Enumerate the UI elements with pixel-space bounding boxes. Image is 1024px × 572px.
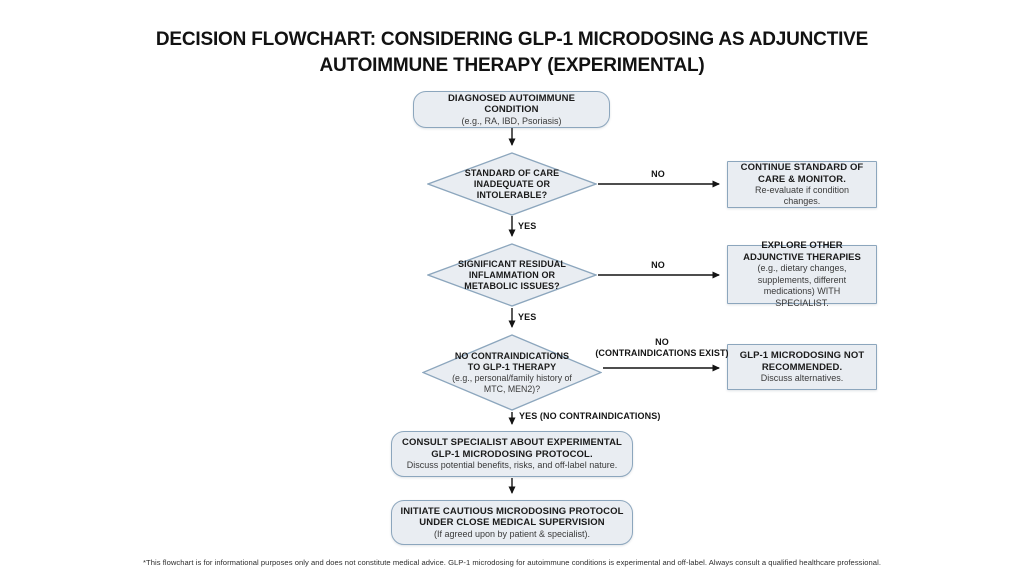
node-decision-standard-of-care: STANDARD OF CARE INADEQUATE OR INTOLERAB…	[427, 152, 597, 216]
outcome2-title-bold: EXPLORE OTHER ADJUNCTIVE THERAPIES	[743, 240, 861, 263]
decision3-title: NO CONTRAINDICATIONS TO GLP-1 THERAPY	[454, 351, 570, 372]
edge-label-no-3-line2: (CONTRAINDICATIONS EXIST)	[595, 348, 729, 358]
edge-label-no-3-line1: NO	[655, 337, 669, 347]
node-start-title: DIAGNOSED AUTOIMMUNE CONDITION	[447, 92, 576, 116]
edge-label-yes-2: YES	[518, 312, 537, 322]
node-start: DIAGNOSED AUTOIMMUNE CONDITION (e.g., RA…	[413, 91, 610, 128]
disclaimer-text: *This flowchart is for informational pur…	[143, 558, 881, 567]
outcome2-title-rest: (e.g., dietary changes, supplements, dif…	[757, 263, 847, 308]
title-line-2: AUTOIMMUNE THERAPY (EXPERIMENTAL)	[319, 55, 705, 76]
node-consult-specialist: CONSULT SPECIALIST ABOUT EXPERIMENTAL GL…	[391, 431, 633, 477]
node-decision-residual-inflammation: SIGNIFICANT RESIDUAL INFLAMMATION OR MET…	[427, 243, 597, 307]
diamond-shape	[427, 152, 597, 216]
consult-subtitle: Discuss potential benefits, risks, and o…	[406, 460, 618, 470]
node-outcome-not-recommended: GLP-1 MICRODOSING NOT RECOMMENDED. Discu…	[727, 344, 877, 390]
outcome3-title: GLP-1 MICRODOSING NOT RECOMMENDED.	[739, 350, 865, 373]
node-outcome-continue-care: CONTINUE STANDARD OF CARE & MONITOR. Re-…	[727, 161, 877, 208]
outcome1-title: CONTINUE STANDARD OF CARE & MONITOR.	[740, 162, 864, 185]
initiate-title: INITIATE CAUTIOUS MICRODOSING PROTOCOL U…	[400, 505, 624, 529]
decision1-title: STANDARD OF CARE INADEQUATE OR INTOLERAB…	[464, 167, 560, 200]
consult-title: CONSULT SPECIALIST ABOUT EXPERIMENTAL GL…	[402, 437, 622, 460]
outcome1-subtitle: Re-evaluate if condition changes.	[754, 185, 850, 206]
decision3-subtitle: (e.g., personal/family history of MTC, M…	[452, 373, 572, 394]
node-start-subtitle: (e.g., RA, IBD, Psoriasis)	[461, 115, 562, 126]
edge-label-yes-1: YES	[518, 221, 537, 231]
node-outcome-explore-therapies: EXPLORE OTHER ADJUNCTIVE THERAPIES (e.g.…	[727, 240, 877, 308]
outcome3-subtitle: Discuss alternatives.	[760, 373, 844, 383]
edge-label-yes-3: YES (NO CONTRAINDICATIONS)	[519, 411, 661, 421]
edge-label-no-3: NO (CONTRAINDICATIONS EXIST)	[592, 337, 732, 359]
title-line1-rest: CONSIDERING GLP-1 MICRODOSING AS ADJUNCT…	[375, 29, 869, 50]
decision2-title: SIGNIFICANT RESIDUAL INFLAMMATION OR MET…	[457, 258, 566, 291]
edge-label-no-1: NO	[651, 169, 665, 179]
page-title: DECISION FLOWCHART: CONSIDERING GLP-1 MI…	[0, 27, 1024, 79]
node-initiate-protocol: INITIATE CAUTIOUS MICRODOSING PROTOCOL U…	[391, 500, 633, 545]
node-decision-contraindications: NO CONTRAINDICATIONS TO GLP-1 THERAPY (e…	[422, 334, 602, 411]
title-line-1: DECISION FLOWCHART: CONSIDERING GLP-1 MI…	[0, 27, 1024, 53]
diamond-shape	[427, 243, 597, 307]
diamond-shape	[422, 334, 602, 411]
outcome2-text: EXPLORE OTHER ADJUNCTIVE THERAPIES (e.g.…	[736, 240, 868, 309]
initiate-subtitle: (If agreed upon by patient & specialist)…	[433, 528, 591, 539]
title-prefix: DECISION FLOWCHART:	[155, 29, 376, 50]
edge-label-no-2: NO	[651, 260, 665, 270]
